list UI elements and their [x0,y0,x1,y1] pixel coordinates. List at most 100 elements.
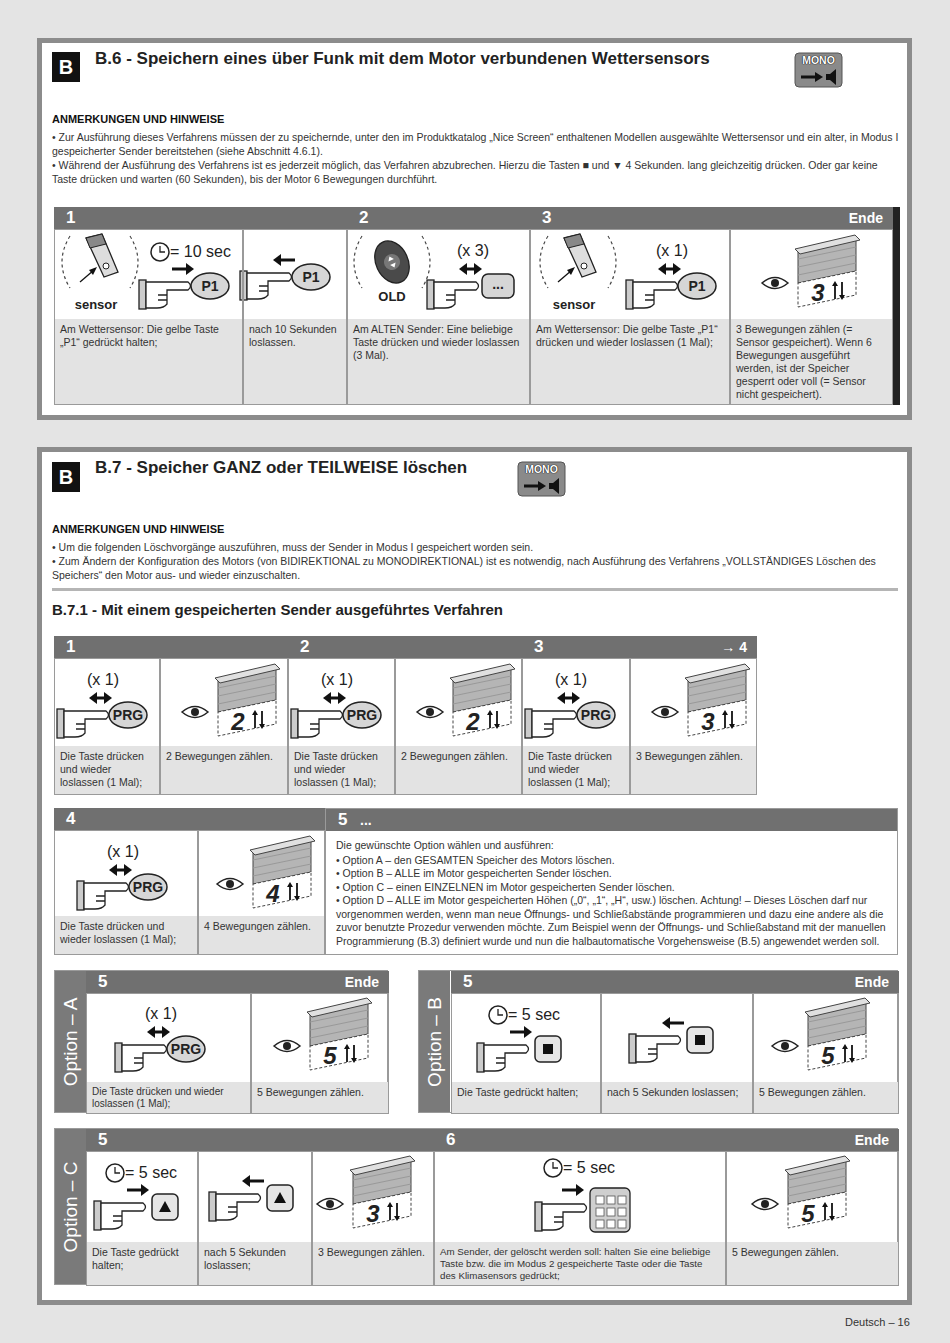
movement-count: 3 [701,708,714,736]
badge-letter: B [52,52,80,82]
icon-label: = 10 sec [170,243,231,261]
shutter-icon [805,998,870,1070]
step-caption: Die Taste gedrückt halten; [452,1082,600,1113]
step-caption: nach 5 Sekunden loslassen; [199,1242,311,1285]
eye-icon [217,879,243,890]
step-caption: nach 10 Sekunden loslassen. [244,319,346,404]
step-box: 3→ 4Die Taste drücken und wieder loslass… [522,636,757,795]
step-number: 5 [86,1129,434,1151]
section-title: B.7 - Speicher GANZ oder TEILWEISE lösch… [95,458,467,478]
step-cell: nach 5 Sekunden loslassen; [601,993,753,1114]
step-cell: 4 Bewegungen zählen. [198,830,325,955]
remote-old [354,235,430,288]
shutter-icon [350,1156,415,1228]
option-band: Option – B5EndeDie Taste gedrückt halten… [418,970,898,1113]
button-icon [535,1036,561,1062]
button-icon [152,1194,178,1220]
step-cell: 2 Bewegungen zählen. [160,658,288,795]
step-caption: 2 Bewegungen zählen. [161,746,287,794]
hand-icon [291,709,343,738]
step-cell: Am ALTEN Sender: Eine beliebige Taste dr… [347,229,530,405]
movement-count: 2 [231,708,244,736]
press-arrow [109,864,132,876]
step-number: 4 [54,808,325,830]
step-caption: Am ALTEN Sender: Eine beliebige Taste dr… [348,319,529,404]
step-caption: 5 Bewegungen zählen. [727,1242,898,1285]
step-caption: 3 Bewegungen zählen (= Sensor gespeicher… [731,319,892,404]
option-text: • Option A – den GESAMTEN Speicher des M… [336,854,887,868]
option-label: Option – B [424,997,446,1087]
hand-icon [629,1034,681,1063]
press-arrow [273,254,295,266]
option-band-bar: Option – B [419,971,450,1112]
panel-frame [40,450,910,1303]
button-label: PRG [133,879,163,895]
step-box: 2Am ALTEN Sender: Eine beliebige Taste d… [347,207,530,405]
step-box: 2Die Taste drücken und wieder loslassen … [288,636,522,795]
step-end-mark: Ende [855,1129,889,1151]
movement-count: 5 [323,1042,336,1070]
step-cell: 2 Bewegungen zählen. [395,658,522,795]
option-band-bar: Option – A [55,971,86,1112]
press-arrow [662,1017,684,1029]
icon-label: (x 1) [321,671,353,689]
press-arrow [562,1184,584,1196]
step-caption: Die Taste drücken und wieder loslassen (… [55,916,197,954]
eye-icon [182,707,208,718]
section-badge: B [52,52,80,82]
hand-icon [477,1043,529,1072]
step-caption: Die Taste drücken und wieder loslassen (… [87,1082,250,1113]
step-caption: Die Taste gedrückt halten; [87,1242,197,1285]
step-end-mark: Ende [345,971,379,993]
button-label: PRG [581,707,611,723]
option-list: 5...Die gewünschte Option wählen und aus… [325,808,898,955]
step-box: 1Die Taste drücken und wieder loslassen … [54,636,288,795]
step-number: 6 [434,1129,899,1151]
hand-icon [209,1192,261,1221]
movement-count: 3 [366,1200,379,1228]
step-cell: 3 Bewegungen zählen (= Sensor gespeicher… [730,229,893,405]
mono-symbol [518,462,565,496]
shutter-icon [795,235,860,307]
button-label: PRG [113,707,143,723]
rule-line [52,588,898,591]
shutter-icon [450,664,515,736]
button-icon [167,1036,205,1062]
step-caption: Am Sender, der gelöscht werden soll: hal… [435,1242,725,1285]
shutter-icon [250,836,315,908]
mono-text: MONO [518,462,565,476]
button-icon [129,874,167,900]
press-arrow [658,263,681,275]
section-panel: B.6 - Speichern eines über Funk mit dem … [37,38,912,420]
step-end-mark: Ende [849,207,883,229]
step-cell: nach 10 Sekunden loslassen. [243,229,347,405]
button-label: PRG [171,1041,201,1057]
button-icon [109,702,147,728]
shutter-icon [215,664,280,736]
option-text: • Option B – ALLE im Motor gespeicherten… [336,867,887,881]
device-label: sensor [553,297,596,312]
mono-symbol [795,53,842,87]
press-arrow [147,1026,170,1038]
clock-icon [544,1159,562,1177]
press-arrow [459,263,482,275]
hand-icon [57,709,109,738]
step-end-mark: → 4 [721,636,747,658]
shutter-icon [685,664,750,736]
button-icon [191,273,229,299]
note-text: • Zum Ändern der Konfiguration des Motor… [52,554,900,582]
hand-icon [427,280,479,309]
mono-text: MONO [795,53,842,67]
step-caption: Am Wettersensor: Die gelbe Taste „P1“ ge… [55,319,242,404]
icon-label: (x 1) [656,242,688,260]
icon-label: (x 1) [555,671,587,689]
step-caption: Die Taste drücken und wieder loslassen (… [289,746,394,794]
step-caption: 2 Bewegungen zählen. [396,746,521,794]
hand-icon [115,1043,167,1072]
eye-icon [752,1199,778,1210]
icon-label: (x 1) [145,1005,177,1023]
clock-icon [106,1164,124,1182]
device-label: sensor [75,297,118,312]
shutter-icon [785,1156,850,1228]
